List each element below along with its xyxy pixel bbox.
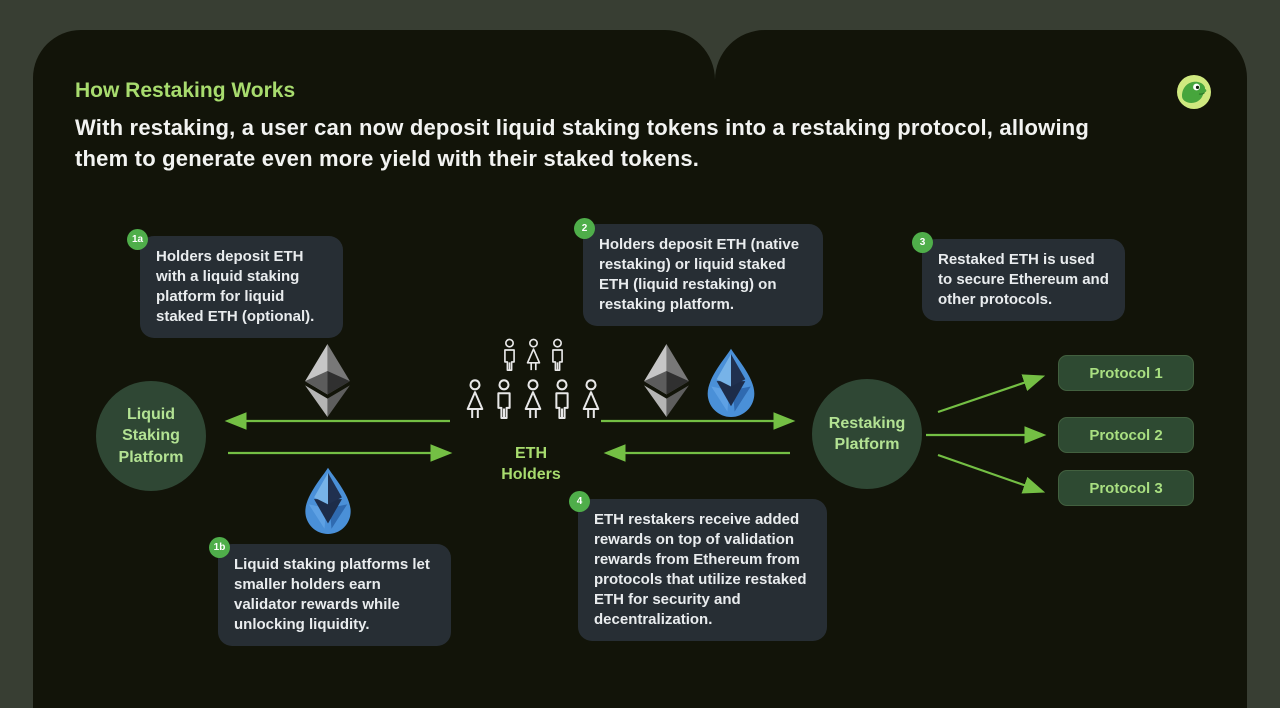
person-woman-icon bbox=[578, 378, 605, 422]
eth-diamond-icon bbox=[644, 344, 689, 417]
step-badge-4: 4 bbox=[569, 491, 590, 512]
liquid-staking-platform-node: Liquid Staking Platform bbox=[96, 381, 206, 491]
protocol-3-button[interactable]: Protocol 3 bbox=[1058, 470, 1194, 506]
step-callout-1b: Liquid staking platforms let smaller hol… bbox=[218, 544, 451, 646]
liquid-staked-eth-drop-icon bbox=[300, 466, 356, 534]
protocol-2-button[interactable]: Protocol 2 bbox=[1058, 417, 1194, 453]
card-top-notch bbox=[665, 30, 765, 80]
restaking-platform-label: Restaking Platform bbox=[828, 414, 906, 453]
step-badge-1b: 1b bbox=[209, 537, 230, 558]
eth-holders-row bbox=[462, 378, 605, 422]
liquid-staking-platform-label: Liquid Staking Platform bbox=[118, 406, 184, 466]
step-badge-2: 2 bbox=[574, 218, 595, 239]
restaking-platform-node: Restaking Platform bbox=[812, 379, 922, 489]
page-title: How Restaking Works bbox=[75, 79, 296, 102]
step-callout-2: Holders deposit ETH (native restaking) o… bbox=[583, 224, 823, 326]
step-badge-1a: 1a bbox=[127, 229, 148, 250]
person-man-icon bbox=[491, 378, 518, 422]
eth-diamond-icon bbox=[305, 344, 350, 417]
page-subtitle: With restaking, a user can now deposit l… bbox=[75, 115, 1090, 171]
eth-holders-group bbox=[462, 338, 605, 422]
eth-holders-row bbox=[498, 338, 568, 373]
person-man-icon bbox=[549, 378, 576, 422]
eth-holders-label: ETH Holders bbox=[501, 445, 561, 483]
frog-icon[interactable] bbox=[1177, 75, 1211, 109]
step-callout-1a: Holders deposit ETH with a liquid stakin… bbox=[140, 236, 343, 338]
person-woman-icon bbox=[522, 338, 544, 373]
person-man-icon bbox=[546, 338, 568, 373]
person-man-icon bbox=[498, 338, 520, 373]
step-callout-4: ETH restakers receive added rewards on t… bbox=[578, 499, 827, 641]
person-woman-icon bbox=[520, 378, 547, 422]
step-badge-3: 3 bbox=[912, 232, 933, 253]
person-woman-icon bbox=[462, 378, 489, 422]
liquid-staked-eth-drop-icon bbox=[702, 347, 760, 417]
step-callout-3: Restaked ETH is used to secure Ethereum … bbox=[922, 239, 1125, 321]
protocol-1-button[interactable]: Protocol 1 bbox=[1058, 355, 1194, 391]
